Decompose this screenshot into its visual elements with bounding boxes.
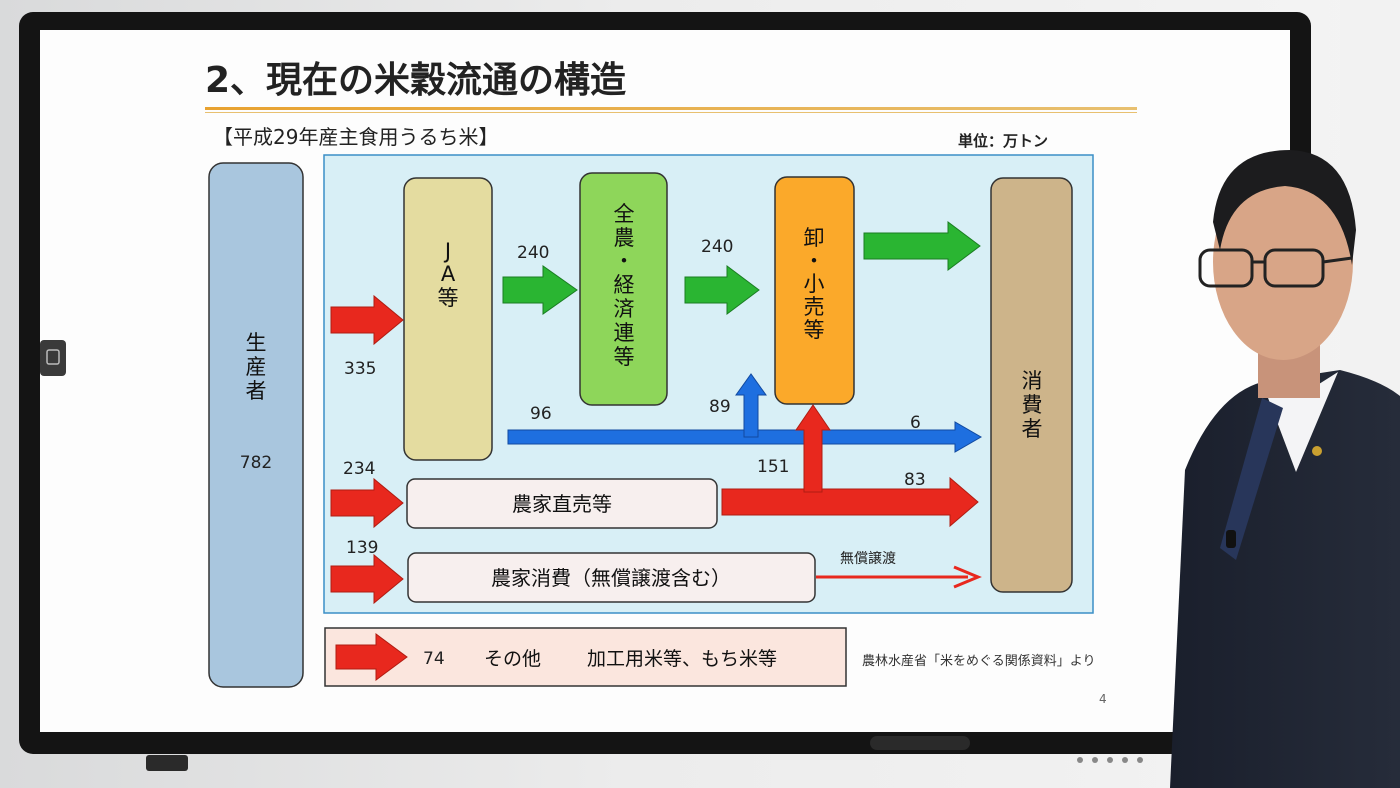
consumer-label-3: 者 [1022,417,1043,441]
other-box [324,627,847,687]
settings-icon[interactable] [1122,757,1128,763]
other-detail: 加工用米等、もち米等 [587,648,777,670]
lavalier-mic-icon [1226,530,1236,548]
page-number: 4 [1099,692,1107,706]
farm-consume-node [407,552,816,603]
wholesale-label-3: 小 [804,272,825,296]
bezel-buttons[interactable] [146,755,1143,771]
title-divider [205,107,1137,110]
arrow-producer-farm-consume [330,553,404,605]
zennoh-label-3: ・ [614,249,635,273]
lapel-pin-icon [1312,446,1322,456]
consumer-label-1: 消 [1022,369,1043,393]
label-free-transfer: 無償譲渡 [840,551,896,567]
zennoh-label-2: 農 [614,226,635,250]
volume-icon[interactable] [1137,757,1143,763]
presenter [1170,150,1400,788]
home-icon[interactable] [1092,757,1098,763]
farm-direct-node [406,478,718,529]
arrow-farm-direct-consumer [721,476,979,528]
producer-value: 782 [240,453,272,473]
ja-node: J A 等 [403,177,493,461]
source-note: 農林水産省「米をめぐる関係資料」より [862,653,1095,669]
ja-label-3: 等 [438,286,459,310]
producer-label-3: 者 [246,379,267,403]
wholesale-label-5: 等 [804,318,825,342]
arrow-ja-zennoh [502,265,578,315]
arrow-blue-up-wholesale [735,373,767,438]
other-label: その他 [484,648,541,670]
ja-label-1: J [443,239,451,263]
glasses-icon [1198,248,1353,288]
arrow-producer-ja [330,294,404,346]
label-farm-direct-up: 151 [757,457,789,477]
presenter-hair [1213,150,1356,265]
label-producer-farm-direct: 234 [343,459,375,479]
power-icon[interactable] [1077,757,1083,763]
producer-node: 生 産 者 782 [208,162,304,688]
side-menu-handle[interactable] [40,340,66,376]
arrow-free-transfer-head [953,565,982,589]
arrow-producer-farm-direct [330,477,404,529]
wholesale-label-4: 売 [804,295,825,319]
farm-consume-label: 農家消費（無償譲渡含む） [491,566,731,590]
other-value: 74 [423,649,445,669]
back-icon[interactable] [1107,757,1113,763]
label-ja-zennoh: 240 [517,243,549,263]
farm-direct-label: 農家直売等 [512,492,612,516]
title-divider-thin [205,112,1137,113]
unit-label: 単位：万トン [958,132,1048,150]
arrow-other [335,633,408,681]
wholesale-label-2: ・ [804,249,825,273]
label-blue-consumer: 6 [910,413,921,433]
presenter-tie [1220,398,1283,560]
arrow-zennoh-wholesale [684,265,760,315]
slide-title: 2、現在の米穀流通の構造 [205,60,626,101]
zennoh-label-4: 経 [614,273,635,297]
zennoh-label-6: 連 [614,321,635,345]
zennoh-label-7: 等 [614,345,635,369]
consumer-node: 消 費 者 [990,177,1073,593]
consumer-label-2: 費 [1022,393,1043,417]
zennoh-node: 全 農 ・ 経 済 連 等 [579,172,668,406]
monitor-stand [870,736,970,750]
label-blue-up: 89 [709,397,731,417]
wholesale-node: 卸 ・ 小 売 等 [774,176,855,405]
menu-icon [46,349,60,365]
arrow-wholesale-consumer [863,221,981,271]
label-farm-direct-consumer: 83 [904,470,926,490]
slide-subtitle: 【平成29年産主食用うるち米】 [213,125,498,149]
arrow-farm-direct-up-wholesale [795,404,831,493]
label-producer-farm-consume: 139 [346,538,378,558]
presenter-suit [1170,370,1400,788]
presenter-face [1213,164,1353,360]
label-ja-blue: 96 [530,404,552,424]
zennoh-label-1: 全 [614,202,635,226]
wholesale-label-1: 卸 [804,226,825,250]
ja-label-2: A [441,262,456,286]
label-zennoh-wholesale: 240 [701,237,733,257]
zennoh-label-5: 済 [614,297,635,321]
producer-label-2: 産 [246,355,267,379]
producer-label-1: 生 [246,331,267,355]
label-producer-ja: 335 [344,359,376,379]
